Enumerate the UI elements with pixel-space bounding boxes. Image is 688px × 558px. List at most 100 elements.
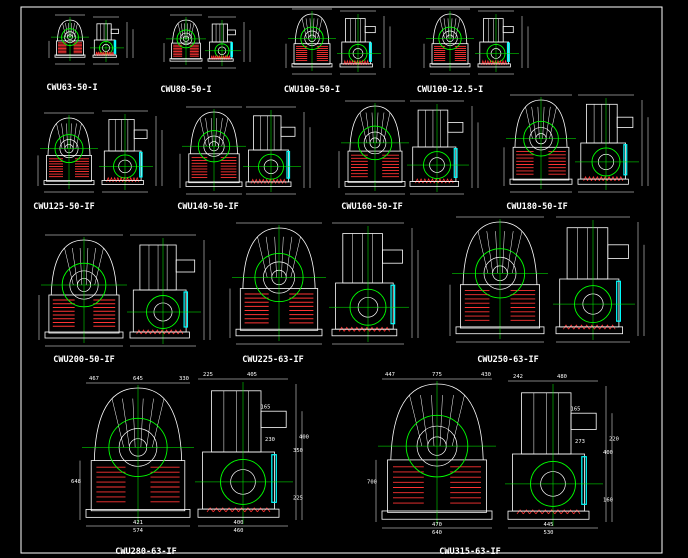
gear-tooth xyxy=(374,326,380,332)
gear-tooth xyxy=(112,176,117,182)
gear-tooth xyxy=(268,178,273,184)
mount-foot xyxy=(429,63,471,68)
mount-foot xyxy=(235,328,323,337)
gear-tooth xyxy=(343,326,350,332)
drawing-label: CWU140-50-IF xyxy=(177,202,238,212)
dimension-value: 467 xyxy=(89,376,99,382)
gear-tooth xyxy=(486,59,490,66)
gear-tooth xyxy=(583,324,590,330)
drawing-label: CWU100-12.5-I xyxy=(417,85,484,95)
dome-rib xyxy=(439,18,445,39)
gear-tooth xyxy=(338,326,345,332)
gear-tooth xyxy=(228,55,231,60)
side-housing-bottom xyxy=(208,41,233,60)
output-shaft xyxy=(260,410,287,428)
gear-tooth xyxy=(254,178,259,184)
gear-tooth xyxy=(226,55,229,60)
cover-plate xyxy=(390,284,396,325)
drawing-label: CWU160-50-IF xyxy=(341,202,402,212)
mount-foot xyxy=(331,328,398,337)
gear-tooth xyxy=(177,329,184,335)
dome-rib xyxy=(152,398,165,448)
gear-tooth xyxy=(250,178,255,184)
gear-tooth xyxy=(98,51,102,56)
mount-foot xyxy=(85,509,191,518)
gear-tooth xyxy=(212,55,216,60)
dome-rib xyxy=(72,23,75,38)
side-housing-bottom xyxy=(93,39,116,56)
side-housing-bottom xyxy=(202,451,275,510)
reducer-drawing-1: CWU63-50-I xyxy=(46,14,134,93)
gear-tooth xyxy=(379,326,385,332)
gear-tooth xyxy=(567,509,575,515)
gear-tooth xyxy=(131,176,136,182)
drawing-label: CWU180-50-IF xyxy=(506,202,567,212)
gear-tooth xyxy=(365,59,370,66)
dome-rib xyxy=(486,231,493,274)
dome-rib xyxy=(383,112,391,143)
gear-tooth xyxy=(578,324,585,330)
gear-tooth xyxy=(225,507,233,513)
output-shaft xyxy=(570,412,597,430)
dimension-value: 165 xyxy=(261,404,271,410)
gear-tooth xyxy=(275,178,280,184)
dome-rib xyxy=(525,106,533,139)
side-housing-bottom xyxy=(132,289,187,333)
reducer-drawing-11: CWU250-63-IF xyxy=(449,216,645,365)
gear-tooth xyxy=(111,51,115,56)
dimension-value: 447 xyxy=(385,372,395,378)
reducer-drawing-7: CWU160-50-IF xyxy=(338,100,479,212)
dome-rib xyxy=(542,106,545,139)
drawing-label: CWU100-50-I xyxy=(284,85,340,95)
dimension-value: 640 xyxy=(432,530,442,536)
gear-tooth xyxy=(250,507,258,513)
gear-tooth xyxy=(263,507,271,513)
dome-rib xyxy=(317,18,323,39)
dimension-value: 400 xyxy=(299,434,309,440)
reducer-drawing-2: CWU80-50-I xyxy=(160,14,251,95)
gear-tooth xyxy=(218,55,221,60)
dome-rib xyxy=(64,247,74,286)
dome-rib xyxy=(371,112,374,143)
dimension-value: 775 xyxy=(432,372,442,378)
cover-plate xyxy=(368,42,372,62)
dimension-value: 470 xyxy=(432,522,442,528)
gear-tooth xyxy=(154,329,161,335)
gear-tooth xyxy=(102,51,106,56)
cover-plate xyxy=(616,280,621,322)
dimension-value: 480 xyxy=(557,374,567,380)
dome-rib xyxy=(376,112,379,143)
gear-tooth xyxy=(115,176,120,182)
mount-foot xyxy=(509,178,573,185)
cover-plate xyxy=(271,454,277,503)
dimension-value: 530 xyxy=(544,530,554,536)
dome-rib xyxy=(56,123,63,149)
gear-tooth xyxy=(609,324,616,330)
dimension-value: 242 xyxy=(513,374,523,380)
mount-foot xyxy=(197,508,280,518)
gear-tooth xyxy=(529,509,537,515)
drawing-label: CWU280-63-IF xyxy=(115,547,176,557)
dome-rib xyxy=(359,112,367,143)
gear-tooth xyxy=(384,326,390,332)
mount-foot xyxy=(455,326,545,335)
gear-tooth xyxy=(548,509,556,515)
gear-tooth xyxy=(210,55,214,60)
mount-foot xyxy=(43,180,95,186)
gear-tooth xyxy=(594,324,600,330)
dimension-value: 220 xyxy=(609,436,619,442)
cover-plate xyxy=(183,291,189,328)
reducer-drawing-6: CWU140-50-IF xyxy=(177,106,311,212)
gear-tooth xyxy=(216,55,220,60)
mount-foot xyxy=(54,54,86,58)
output-shaft xyxy=(175,259,196,273)
dimension-value: 165 xyxy=(571,406,581,412)
mount-foot xyxy=(169,58,203,62)
cover-plate xyxy=(139,151,143,178)
gear-tooth xyxy=(163,329,170,335)
sheet-border xyxy=(20,6,663,554)
reducer-drawing-3: CWU100-50-I xyxy=(284,8,391,95)
gear-tooth xyxy=(282,178,287,184)
